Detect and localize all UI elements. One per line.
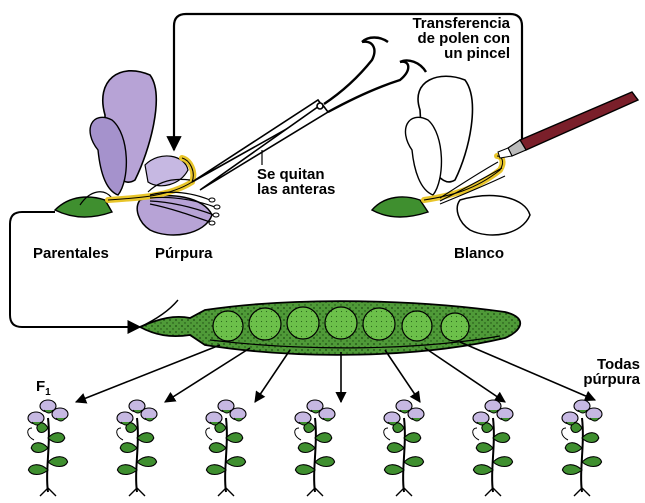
blanco-label: Blanco <box>454 246 504 261</box>
f1-label: F1 <box>36 379 51 400</box>
todas-label: Todas <box>555 357 640 372</box>
leaf <box>582 457 602 467</box>
leaf <box>582 433 599 443</box>
leaf <box>404 457 424 467</box>
leaf <box>28 465 48 475</box>
transfer-label-2: de polen con <box>370 31 510 46</box>
f1-plant <box>562 400 602 496</box>
leaf <box>493 457 513 467</box>
leaf <box>226 457 246 467</box>
transfer-label-1: Transferencia <box>370 16 510 31</box>
leaf <box>315 433 332 443</box>
leaf <box>120 443 137 453</box>
leaf <box>137 433 154 443</box>
leaf <box>493 433 510 443</box>
leaf <box>565 443 582 453</box>
leaf <box>562 465 582 475</box>
transfer-label-3: un pincel <box>370 46 510 61</box>
f1-plant <box>28 400 68 496</box>
leaf <box>31 443 48 453</box>
pea-pod <box>140 300 520 355</box>
purple-parent-flower <box>55 71 220 235</box>
purpura-label: Púrpura <box>155 246 213 261</box>
f1-letter: F <box>36 378 45 395</box>
leaf <box>48 457 68 467</box>
f1-plant <box>295 400 335 496</box>
f1-plant <box>473 400 513 496</box>
leaf <box>298 443 315 453</box>
f1-plant <box>206 400 246 496</box>
todas-purpura-label: púrpura <box>555 372 640 387</box>
f1-plant <box>384 400 424 496</box>
seed-arrow <box>10 212 140 327</box>
f1-plant <box>117 400 157 496</box>
leaf <box>48 433 65 443</box>
remove-anthers-label-2: las anteras <box>257 182 335 197</box>
paintbrush-icon <box>498 92 638 158</box>
leaf <box>295 465 315 475</box>
leaf <box>137 457 157 467</box>
remove-anthers-label-1: Se quitan <box>257 167 325 182</box>
leaf <box>387 443 404 453</box>
leaf <box>315 457 335 467</box>
leaf <box>404 433 421 443</box>
f1-subscript: 1 <box>45 387 51 398</box>
leaf <box>209 443 226 453</box>
leaf <box>206 465 226 475</box>
parentales-label: Parentales <box>33 246 109 261</box>
leaf <box>473 465 493 475</box>
leaf <box>476 443 493 453</box>
f1-offspring-row <box>28 400 602 496</box>
leaf <box>226 433 243 443</box>
leaf <box>384 465 404 475</box>
leaf <box>117 465 137 475</box>
